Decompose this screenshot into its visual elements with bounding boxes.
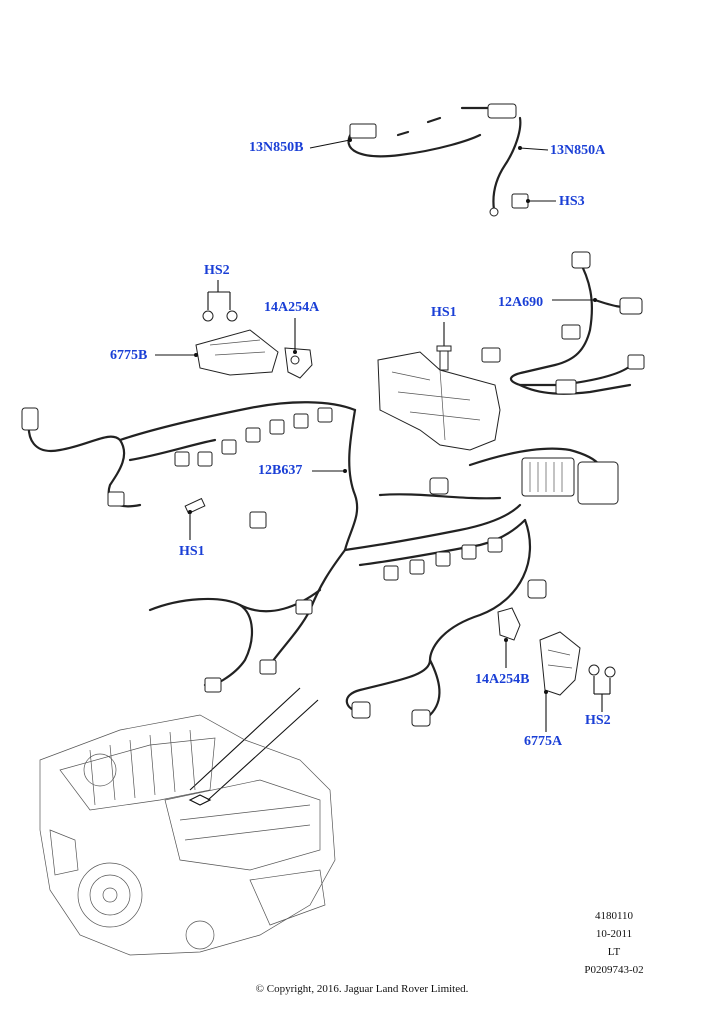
cover-6775b-group: [155, 280, 313, 379]
sensor-harness-13n850: [309, 103, 556, 217]
callout-hs1-left[interactable]: HS1: [179, 544, 205, 559]
engine-locator-view: [39, 687, 336, 956]
bolt-hs1-left: [184, 497, 206, 540]
callout-6775b[interactable]: 6775B: [110, 348, 148, 363]
harness-carrier-bracket: [377, 351, 501, 451]
callout-14a254a[interactable]: 14A254A: [264, 300, 320, 315]
callout-6775a[interactable]: 6775A: [524, 734, 563, 749]
harness-12a690: [481, 251, 645, 395]
bolt-hs1-top: [436, 322, 452, 371]
callout-12a690[interactable]: 12A690: [498, 295, 544, 310]
callout-13n850b[interactable]: 13N850B: [249, 140, 304, 155]
callout-14a254b[interactable]: 14A254B: [475, 672, 530, 687]
callout-hs2-top[interactable]: HS2: [204, 263, 230, 278]
reference-number: 4180110: [594, 910, 634, 922]
copyright-notice: © Copyright, 2016. Jaguar Land Rover Lim…: [255, 983, 469, 995]
main-engine-harness-12b637: [21, 401, 619, 727]
callout-hs1-top[interactable]: HS1: [431, 305, 457, 320]
callout-12b637[interactable]: 12B637: [258, 463, 303, 478]
callout-hs3[interactable]: HS3: [559, 194, 585, 209]
sensor-14a254b-group: [497, 607, 616, 732]
reference-drawing-id: P0209743-02: [584, 964, 644, 976]
callout-hs2-bottom[interactable]: HS2: [585, 713, 611, 728]
reference-code: LT: [607, 946, 621, 958]
callout-13n850a[interactable]: 13N850A: [550, 143, 606, 158]
reference-date: 10-2011: [595, 928, 633, 940]
